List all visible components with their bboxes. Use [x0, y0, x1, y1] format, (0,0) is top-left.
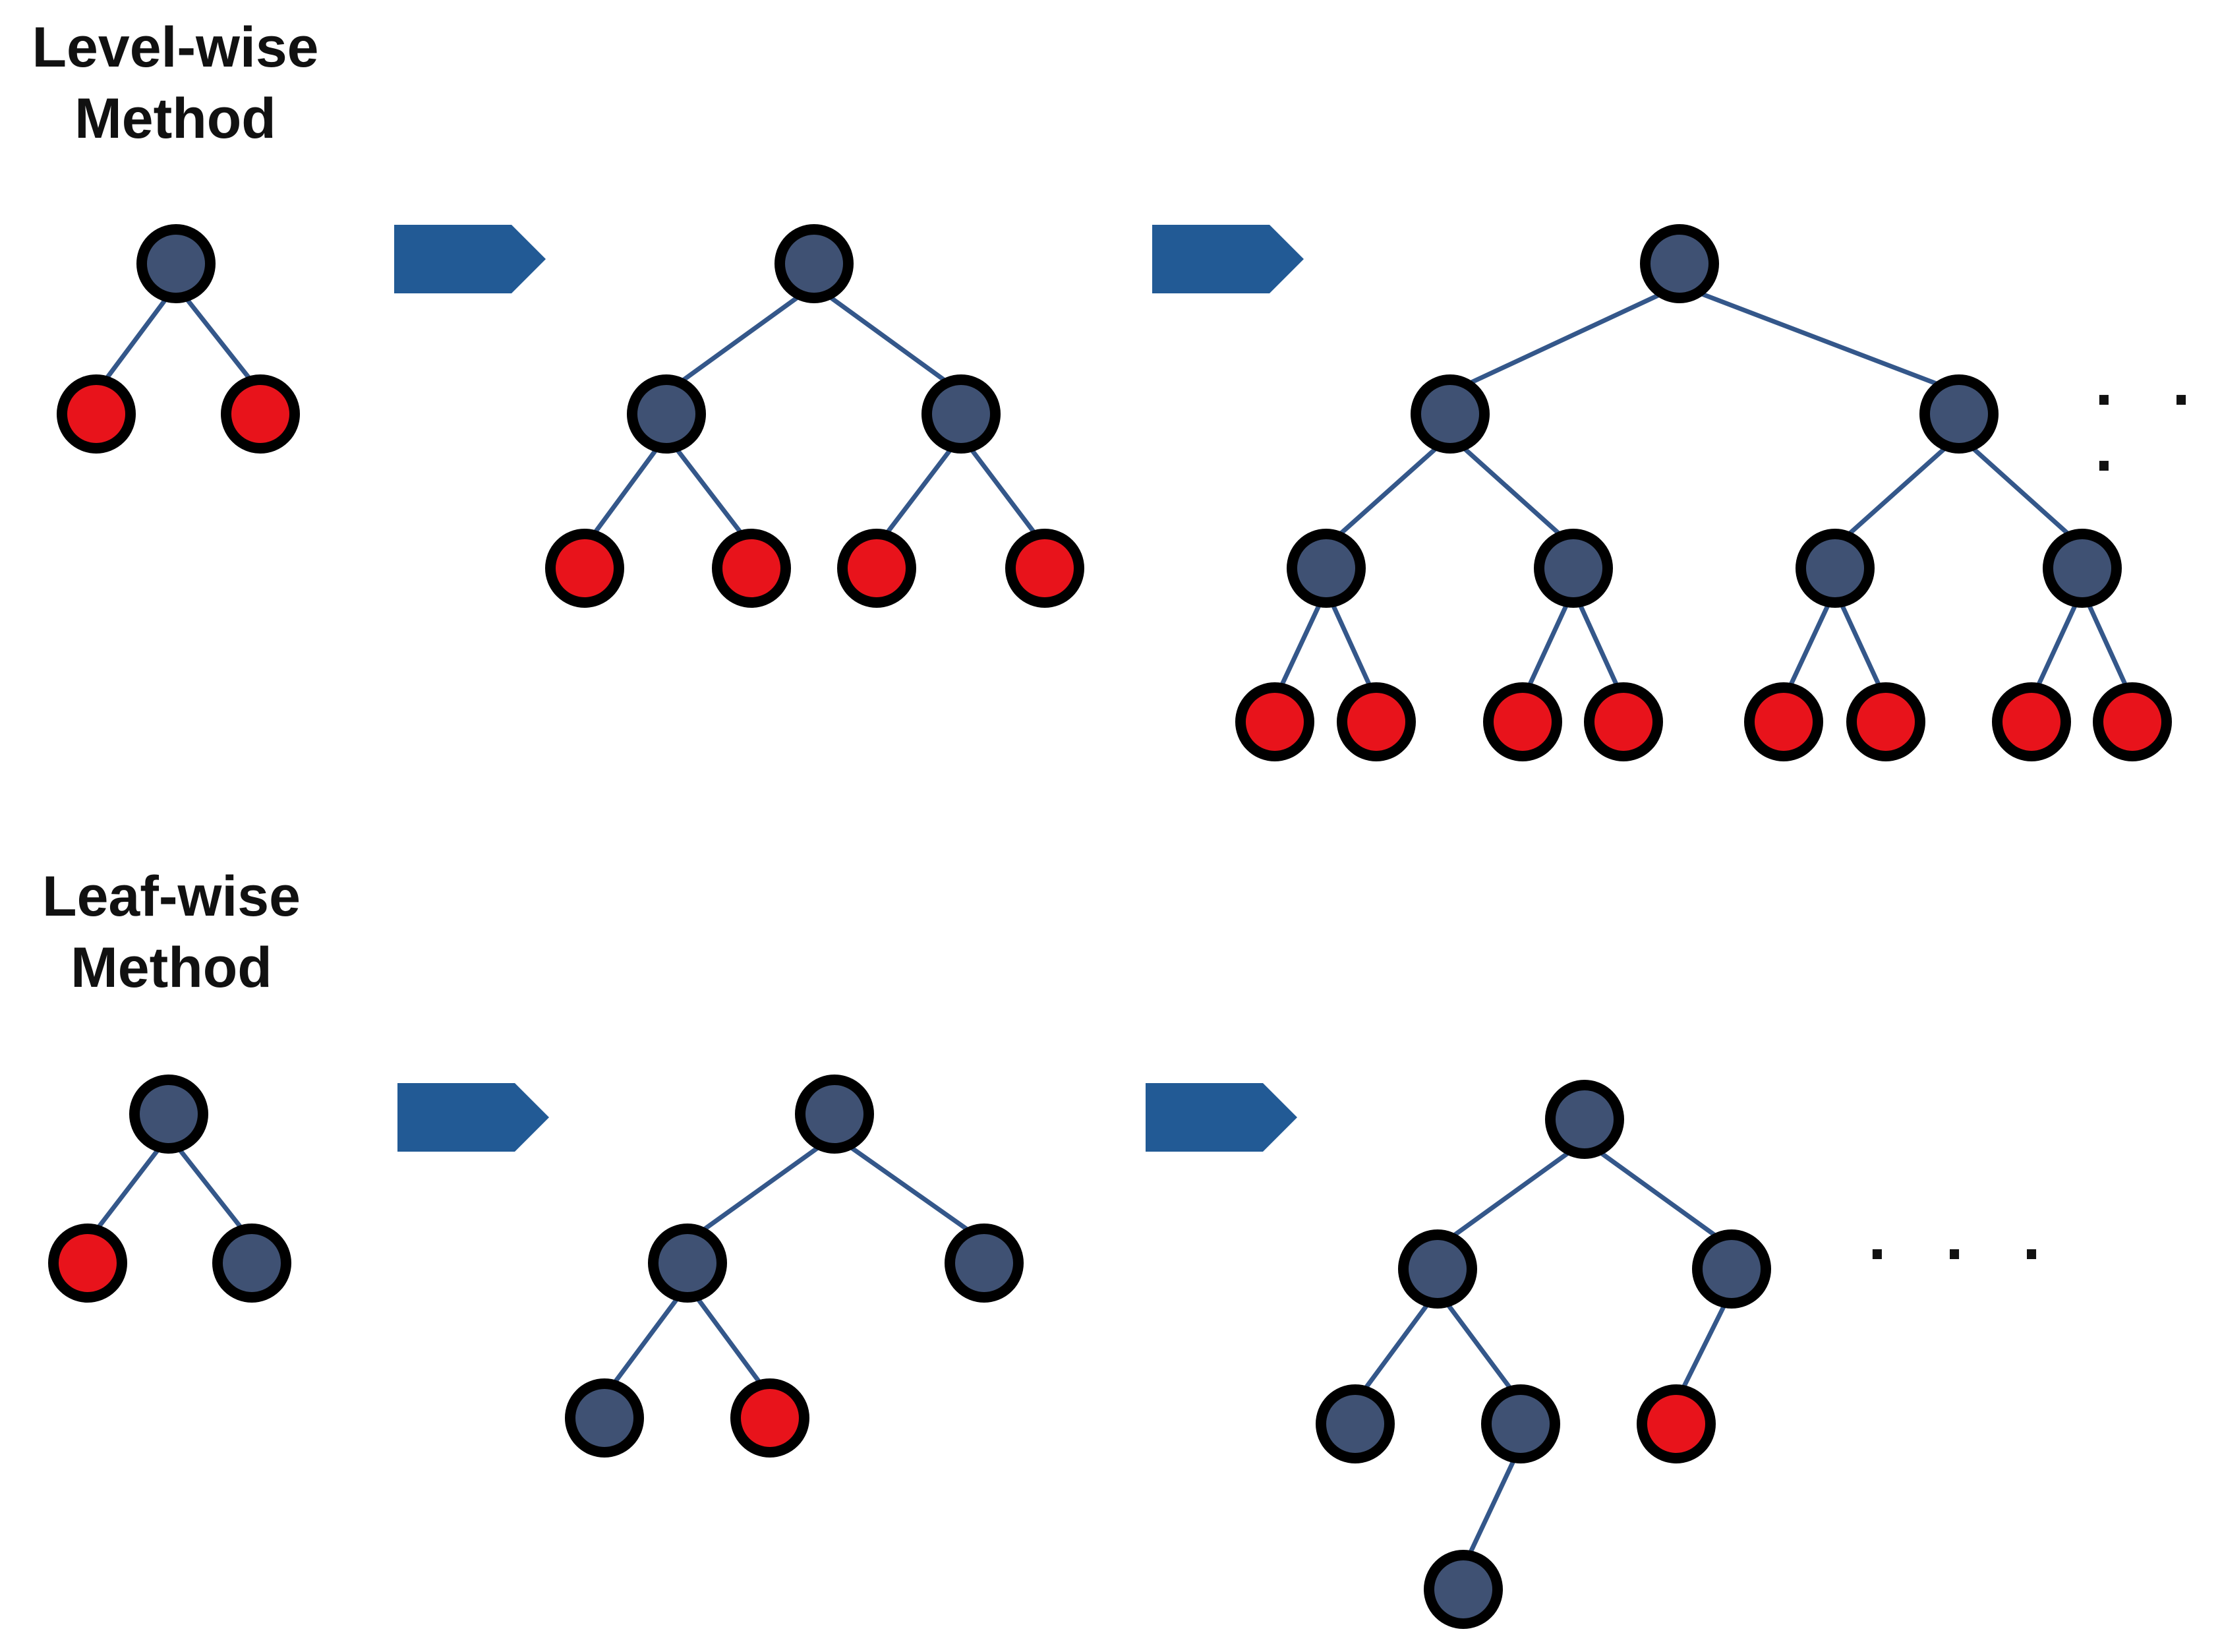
- level-wise-step-3-internal-node-c: [1919, 374, 1999, 454]
- leaf-wise-step-2-edge-b-e: [685, 1282, 773, 1399]
- level-wise-step-3-leaf-node-h2: [1337, 682, 1416, 761]
- level-wise-step-2-leaf-node-d: [545, 529, 624, 608]
- level-wise-step-1-edge-a-b: [94, 283, 179, 395]
- level-wise-step-3-leaf-node-h7: [1992, 682, 2071, 761]
- leaf-wise-step-2-internal-node-d: [565, 1378, 644, 1458]
- leaf-wise-step-3-internal-node-d: [1316, 1384, 1395, 1463]
- level-wise-step-2-leaf-node-e: [712, 529, 791, 608]
- level-wise-step-3-leaf-node-h6: [1846, 682, 1925, 761]
- level-wise-step-1: [57, 224, 300, 454]
- level-wise-title-line-1: Level-wise: [32, 16, 319, 79]
- level-wise-step-3-edge-e-h4: [1571, 587, 1626, 703]
- level-wise-ellipsis: · · ·: [2095, 363, 2213, 502]
- leaf-wise-step-1-edge-a-b: [85, 1133, 171, 1244]
- level-wise-step-3-edge-c-f: [1832, 433, 1962, 549]
- leaf-wise-step-3-edge-c-f: [1674, 1288, 1734, 1405]
- leaf-wise-step-2-internal-node-b: [648, 1224, 727, 1303]
- leaf-wise-step-2-edge-a-c: [832, 1133, 987, 1244]
- leaf-wise-step-3-edge-b-d: [1353, 1288, 1440, 1405]
- level-wise-step-2-leaf-node-f: [837, 529, 916, 608]
- leaf-wise-step-2-edge-b-d: [602, 1282, 690, 1399]
- leaf-wise-step-1-edge-a-c: [166, 1133, 254, 1244]
- level-wise-arrow-2-icon: [1152, 225, 1304, 293]
- leaf-wise-step-3-edge-b-e: [1435, 1288, 1523, 1405]
- level-wise-step-2-edge-a-c: [811, 283, 964, 395]
- level-wise-title-line-2: Method: [74, 87, 276, 150]
- leaf-wise-title-line-2: Method: [71, 936, 272, 999]
- leaf-wise-step-3-edge-a-b: [1435, 1138, 1587, 1250]
- level-wise-step-3-internal-node-d: [1287, 529, 1366, 608]
- level-wise-step-3-edge-a-b: [1447, 283, 1682, 395]
- level-wise-step-2-edge-c-f: [874, 433, 964, 549]
- level-wise-step-3-edge-f-h5: [1781, 587, 1838, 703]
- level-wise-step-3: [1235, 224, 2172, 761]
- level-wise-step-3-edge-e-h3: [1520, 587, 1576, 703]
- leaf-wise-step-2-internal-node-c: [945, 1224, 1024, 1303]
- level-wise-step-3-edge-b-d: [1324, 433, 1453, 549]
- level-wise-step-3-leaf-node-h5: [1744, 682, 1823, 761]
- leaf-wise-step-3-internal-node-c: [1692, 1229, 1771, 1309]
- leaf-wise-title: Leaf-wise Method: [0, 861, 343, 1003]
- level-wise-step-1-leaf-node-c: [221, 374, 300, 454]
- level-wise-step-2-edge-c-g: [958, 433, 1047, 549]
- leaf-wise-step-1-internal-node-c: [212, 1224, 291, 1303]
- leaf-wise-step-3-internal-node-b: [1398, 1229, 1477, 1309]
- leaf-wise-step-1: [48, 1075, 291, 1303]
- leaf-wise-step-1-leaf-node-b: [48, 1224, 127, 1303]
- level-wise-step-2-edge-a-b: [664, 283, 817, 395]
- leaf-wise-arrow-2-icon: [1146, 1083, 1297, 1152]
- leaf-wise-ellipsis: · · ·: [1868, 1217, 2063, 1291]
- leaf-wise-step-1-internal-node-a: [129, 1075, 208, 1154]
- leaf-wise-title-line-1: Leaf-wise: [42, 865, 301, 928]
- level-wise-arrow-1-icon: [394, 225, 546, 293]
- level-wise-step-1-internal-node-a: [136, 224, 216, 303]
- level-wise-step-2-internal-node-b: [627, 374, 706, 454]
- level-wise-step-1-edge-a-c: [173, 283, 263, 395]
- level-wise-step-2-internal-node-c: [921, 374, 1001, 454]
- level-wise-step-3-leaf-node-h3: [1483, 682, 1562, 761]
- leaf-wise-step-3-edge-e-g: [1461, 1443, 1523, 1570]
- level-wise-step-3-edge-d-h2: [1324, 587, 1379, 703]
- level-wise-step-3-internal-node-b: [1411, 374, 1490, 454]
- level-wise-step-3-internal-node-f: [1796, 529, 1875, 608]
- level-wise-step-3-edge-f-h6: [1832, 587, 1888, 703]
- level-wise-step-2-edge-b-e: [664, 433, 754, 549]
- level-wise-title: Level-wise Method: [4, 12, 347, 154]
- leaf-wise-step-2-internal-node-a: [795, 1075, 874, 1154]
- level-wise-step-3-internal-node-g: [2043, 529, 2122, 608]
- leaf-wise-arrow-1-icon: [397, 1083, 549, 1152]
- level-wise-step-2-edge-b-d: [582, 433, 669, 549]
- leaf-wise-step-3: [1316, 1080, 1771, 1629]
- leaf-wise-step-3-internal-node-g: [1424, 1550, 1503, 1629]
- level-wise-step-1-leaf-node-b: [57, 374, 136, 454]
- level-wise-step-3-edge-g-h7: [2029, 587, 2085, 703]
- level-wise-step-3-internal-node-a: [1640, 224, 1719, 303]
- level-wise-step-3-leaf-node-h4: [1584, 682, 1663, 761]
- level-wise-step-3-edge-c-g: [1956, 433, 2085, 549]
- level-wise-step-3-edge-g-h8: [2080, 587, 2135, 703]
- leaf-wise-step-2-edge-a-b: [685, 1133, 837, 1244]
- level-wise-step-3-edge-a-c: [1677, 283, 1962, 395]
- level-wise-step-3-leaf-node-h8: [2093, 682, 2172, 761]
- leaf-wise-step-3-leaf-node-f: [1637, 1384, 1716, 1463]
- leaf-wise-step-3-internal-node-e: [1481, 1384, 1560, 1463]
- level-wise-step-3-leaf-node-h1: [1235, 682, 1314, 761]
- leaf-wise-step-3-edge-a-c: [1582, 1138, 1734, 1250]
- level-wise-step-3-edge-d-h1: [1272, 587, 1329, 703]
- leaf-wise-step-2-leaf-node-e: [730, 1378, 809, 1458]
- level-wise-step-2-leaf-node-g: [1005, 529, 1084, 608]
- level-wise-step-3-internal-node-e: [1534, 529, 1613, 608]
- level-wise-step-2-internal-node-a: [774, 224, 854, 303]
- level-wise-step-2: [545, 224, 1084, 608]
- leaf-wise-step-2: [565, 1075, 1024, 1458]
- leaf-wise-step-3-internal-node-a: [1545, 1080, 1624, 1159]
- level-wise-step-3-edge-b-e: [1447, 433, 1576, 549]
